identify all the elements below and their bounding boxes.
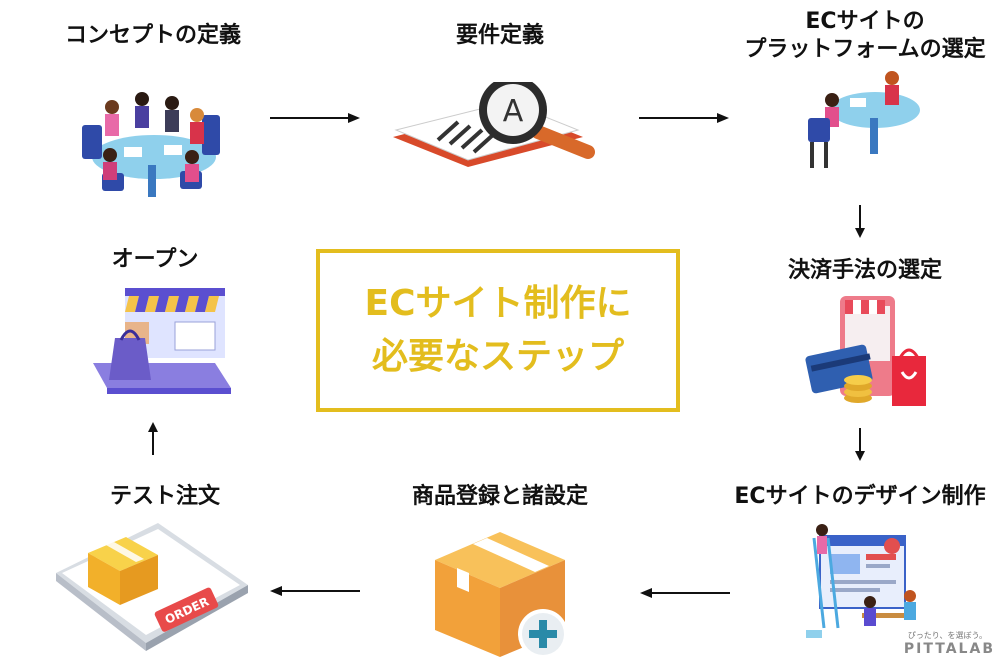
step-platform-label: ECサイトの プラットフォームの選定: [735, 8, 995, 63]
arrow-left-2-icon: [270, 586, 360, 596]
brand-logo: ぴったり、を選ぼう。 PITTALAB: [890, 630, 995, 657]
center-title-line1: ECサイト制作に: [364, 283, 632, 325]
arrow-down-1-icon: [855, 205, 865, 238]
payment-shop-icon: [805, 296, 926, 406]
product-box-add-icon: [435, 532, 568, 659]
brand-name: PITTALAB: [903, 641, 995, 657]
platform-meeting-icon: [808, 71, 920, 168]
step-platform-label-line1: ECサイトの: [805, 9, 925, 34]
brand-tagline: ぴったり、を選ぼう。: [907, 631, 987, 640]
step-test-order-label: テスト注文: [109, 484, 220, 509]
arrow-right-2-icon: [639, 113, 729, 123]
step-products-label: 商品登録と諸設定: [411, 484, 588, 509]
arrow-right-1-icon: [270, 113, 360, 123]
arrow-up-icon: [148, 422, 158, 455]
arrow-left-1-icon: [640, 588, 730, 598]
design-team-icon: [806, 524, 916, 638]
step-payment-label: 決済手法の選定: [787, 258, 942, 283]
step-design-label: ECサイトのデザイン制作: [734, 484, 986, 509]
arrow-down-2-icon: [855, 428, 865, 461]
svg-text:A: A: [503, 94, 524, 129]
step-requirements-label: 要件定義: [455, 23, 544, 48]
step-platform-label-line2: プラットフォームの選定: [744, 36, 986, 62]
order-button[interactable]: [154, 587, 219, 633]
document-magnifier-icon: A: [393, 82, 595, 167]
phone-order-icon: ORDER: [56, 523, 248, 651]
center-title-box: ECサイト制作に 必要なステップ: [316, 249, 680, 412]
meeting-team-icon: [82, 92, 220, 197]
step-open-label: オープン: [111, 247, 199, 272]
open-store-laptop-icon: [93, 288, 231, 394]
center-title-line2: 必要なステップ: [371, 335, 624, 377]
step-concept-label: コンセプトの定義: [64, 23, 241, 48]
